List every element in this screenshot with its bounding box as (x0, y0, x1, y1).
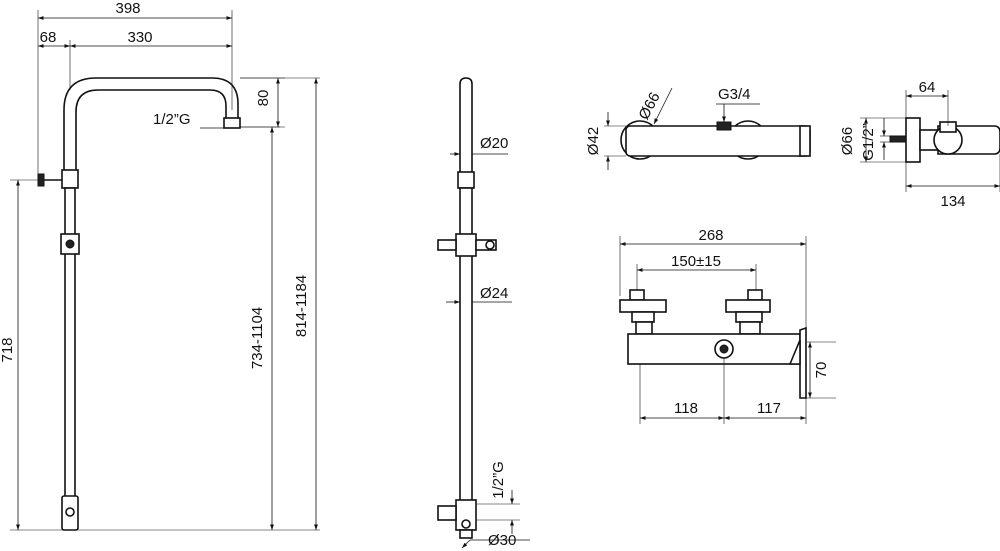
dim-117: 117 (757, 400, 781, 417)
label-g34: G3/4 (718, 86, 751, 103)
dim-80: 80 (255, 90, 272, 107)
dim-dia-24: Ø24 (480, 285, 508, 302)
label-g12: G1/2” (860, 123, 877, 161)
mixer-top-view: Ø42 Ø66 G3/4 (585, 86, 811, 170)
dim-398: 398 (115, 0, 140, 17)
mixer-side-view: 64 134 Ø66 G1/2” (839, 79, 1000, 210)
dim-718: 718 (0, 337, 16, 362)
dim-dia-66-top: Ø66 (635, 90, 663, 123)
mixer-front-view: 268 150±15 70 118 117 (619, 227, 836, 424)
dim-118: 118 (674, 400, 698, 417)
dim-dia-30: Ø30 (488, 532, 516, 549)
dim-68: 68 (40, 29, 57, 46)
dim-330: 330 (127, 29, 152, 46)
dim-134: 134 (940, 193, 965, 210)
dim-814-1184: 814-1184 (293, 275, 310, 337)
label-half-inch-g-side: 1/2”G (490, 461, 507, 499)
dim-dia-42: Ø42 (585, 127, 602, 155)
dim-150-15: 150±15 (671, 253, 721, 270)
dim-268: 268 (698, 227, 723, 244)
dim-dia-20: Ø20 (480, 135, 508, 152)
dim-dia-66-side: Ø66 (839, 127, 856, 155)
dim-64: 64 (919, 79, 936, 96)
side-view: Ø20 Ø24 1/2”G Ø30 (437, 77, 530, 549)
dim-70: 70 (813, 362, 830, 379)
dim-734-1104: 734-1104 (249, 307, 266, 369)
front-view: 398 68 330 80 1/2”G 718 (0, 0, 320, 531)
label-half-inch-g-top: 1/2”G (153, 111, 191, 128)
